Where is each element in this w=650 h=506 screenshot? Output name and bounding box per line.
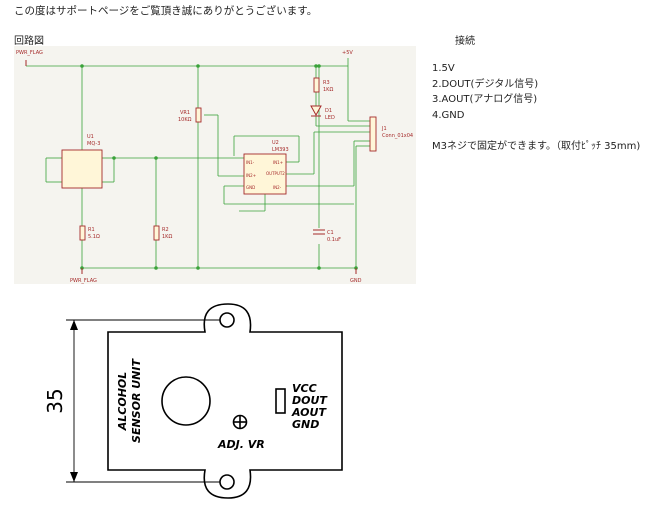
u2-pin-in1-plus: IN1+ bbox=[273, 160, 283, 165]
d1-ref: D1 bbox=[325, 108, 332, 114]
j1-value: Conn_01x04 bbox=[382, 133, 413, 139]
pin-item: 1.5V bbox=[432, 63, 455, 74]
pwr-flag-top-label: PWR_FLAG bbox=[16, 50, 43, 56]
u1-ref: U1 bbox=[87, 134, 94, 140]
pwr-flag-bottom-label: PWR_FLAG bbox=[70, 278, 97, 284]
r1-ref: R1 bbox=[88, 227, 95, 233]
gnd-label: GND bbox=[350, 278, 362, 284]
schematic-heading: 回路図 bbox=[14, 36, 44, 47]
u2-pin-in2-plus: IN2+ bbox=[246, 173, 256, 178]
u2-pin-in2-minus: IN2- bbox=[273, 185, 282, 190]
c1-value: 0.1uF bbox=[327, 237, 341, 243]
r3-ref: R3 bbox=[323, 80, 330, 86]
c1-ref: C1 bbox=[327, 230, 334, 236]
u2-value: LM393 bbox=[272, 147, 289, 153]
u2-pin-gnd: GND bbox=[246, 185, 255, 190]
pin-list: 1.5V 2.DOUT(デジタル信号) 3.AOUT(アナログ信号) 4.GND bbox=[432, 61, 538, 123]
label-gnd: GND bbox=[292, 418, 319, 431]
connection-heading: 接続 bbox=[455, 36, 475, 47]
d1-value: LED bbox=[325, 115, 335, 121]
u2-pin-output2: OUTPUT2 bbox=[266, 171, 285, 176]
r1-value: 5.1Ω bbox=[88, 234, 100, 240]
r2-ref: R2 bbox=[162, 227, 169, 233]
pin-item: 3.AOUT(アナログ信号) bbox=[432, 94, 538, 105]
u1-value: MQ-3 bbox=[87, 141, 100, 147]
r2-value: 1KΩ bbox=[162, 234, 172, 240]
u2-ref: U2 bbox=[272, 140, 279, 146]
r3-value: 1KΩ bbox=[323, 87, 333, 93]
label-dout: DOUT bbox=[292, 394, 328, 407]
adj-vr-label: ADJ. VR bbox=[217, 438, 265, 451]
dimension-drawing: 35 ALCOHOL SENSOR UNIT VCC DOUT AOUT GND… bbox=[43, 303, 343, 499]
intro-text: この度はサポートページをご覧頂き誠にありがとうございます。 bbox=[14, 5, 318, 17]
pin-item: 2.DOUT(デジタル信号) bbox=[432, 78, 539, 90]
circuit-schematic: PWR_FLAG PWR_FLAG +5V GND U1 MQ-3 R1 5.1… bbox=[14, 46, 416, 284]
unit-label-line1: ALCOHOL bbox=[116, 372, 129, 432]
plus5v-label: +5V bbox=[342, 50, 353, 56]
mount-note: M3ネジで固定ができます。（取付ﾋﾟｯﾁ 35mm) bbox=[432, 141, 641, 152]
dimension-value: 35 bbox=[43, 388, 67, 413]
pin-item: 4.GND bbox=[432, 109, 465, 121]
unit-label-line2: SENSOR UNIT bbox=[130, 358, 143, 443]
j1-ref: J1 bbox=[381, 126, 387, 132]
vr1-ref: VR1 bbox=[180, 110, 190, 116]
label-vcc: VCC bbox=[292, 382, 317, 395]
u2-pin-in1-minus: IN1- bbox=[246, 160, 255, 165]
label-aout: AOUT bbox=[291, 406, 327, 419]
vr1-value: 10KΩ bbox=[178, 117, 192, 123]
